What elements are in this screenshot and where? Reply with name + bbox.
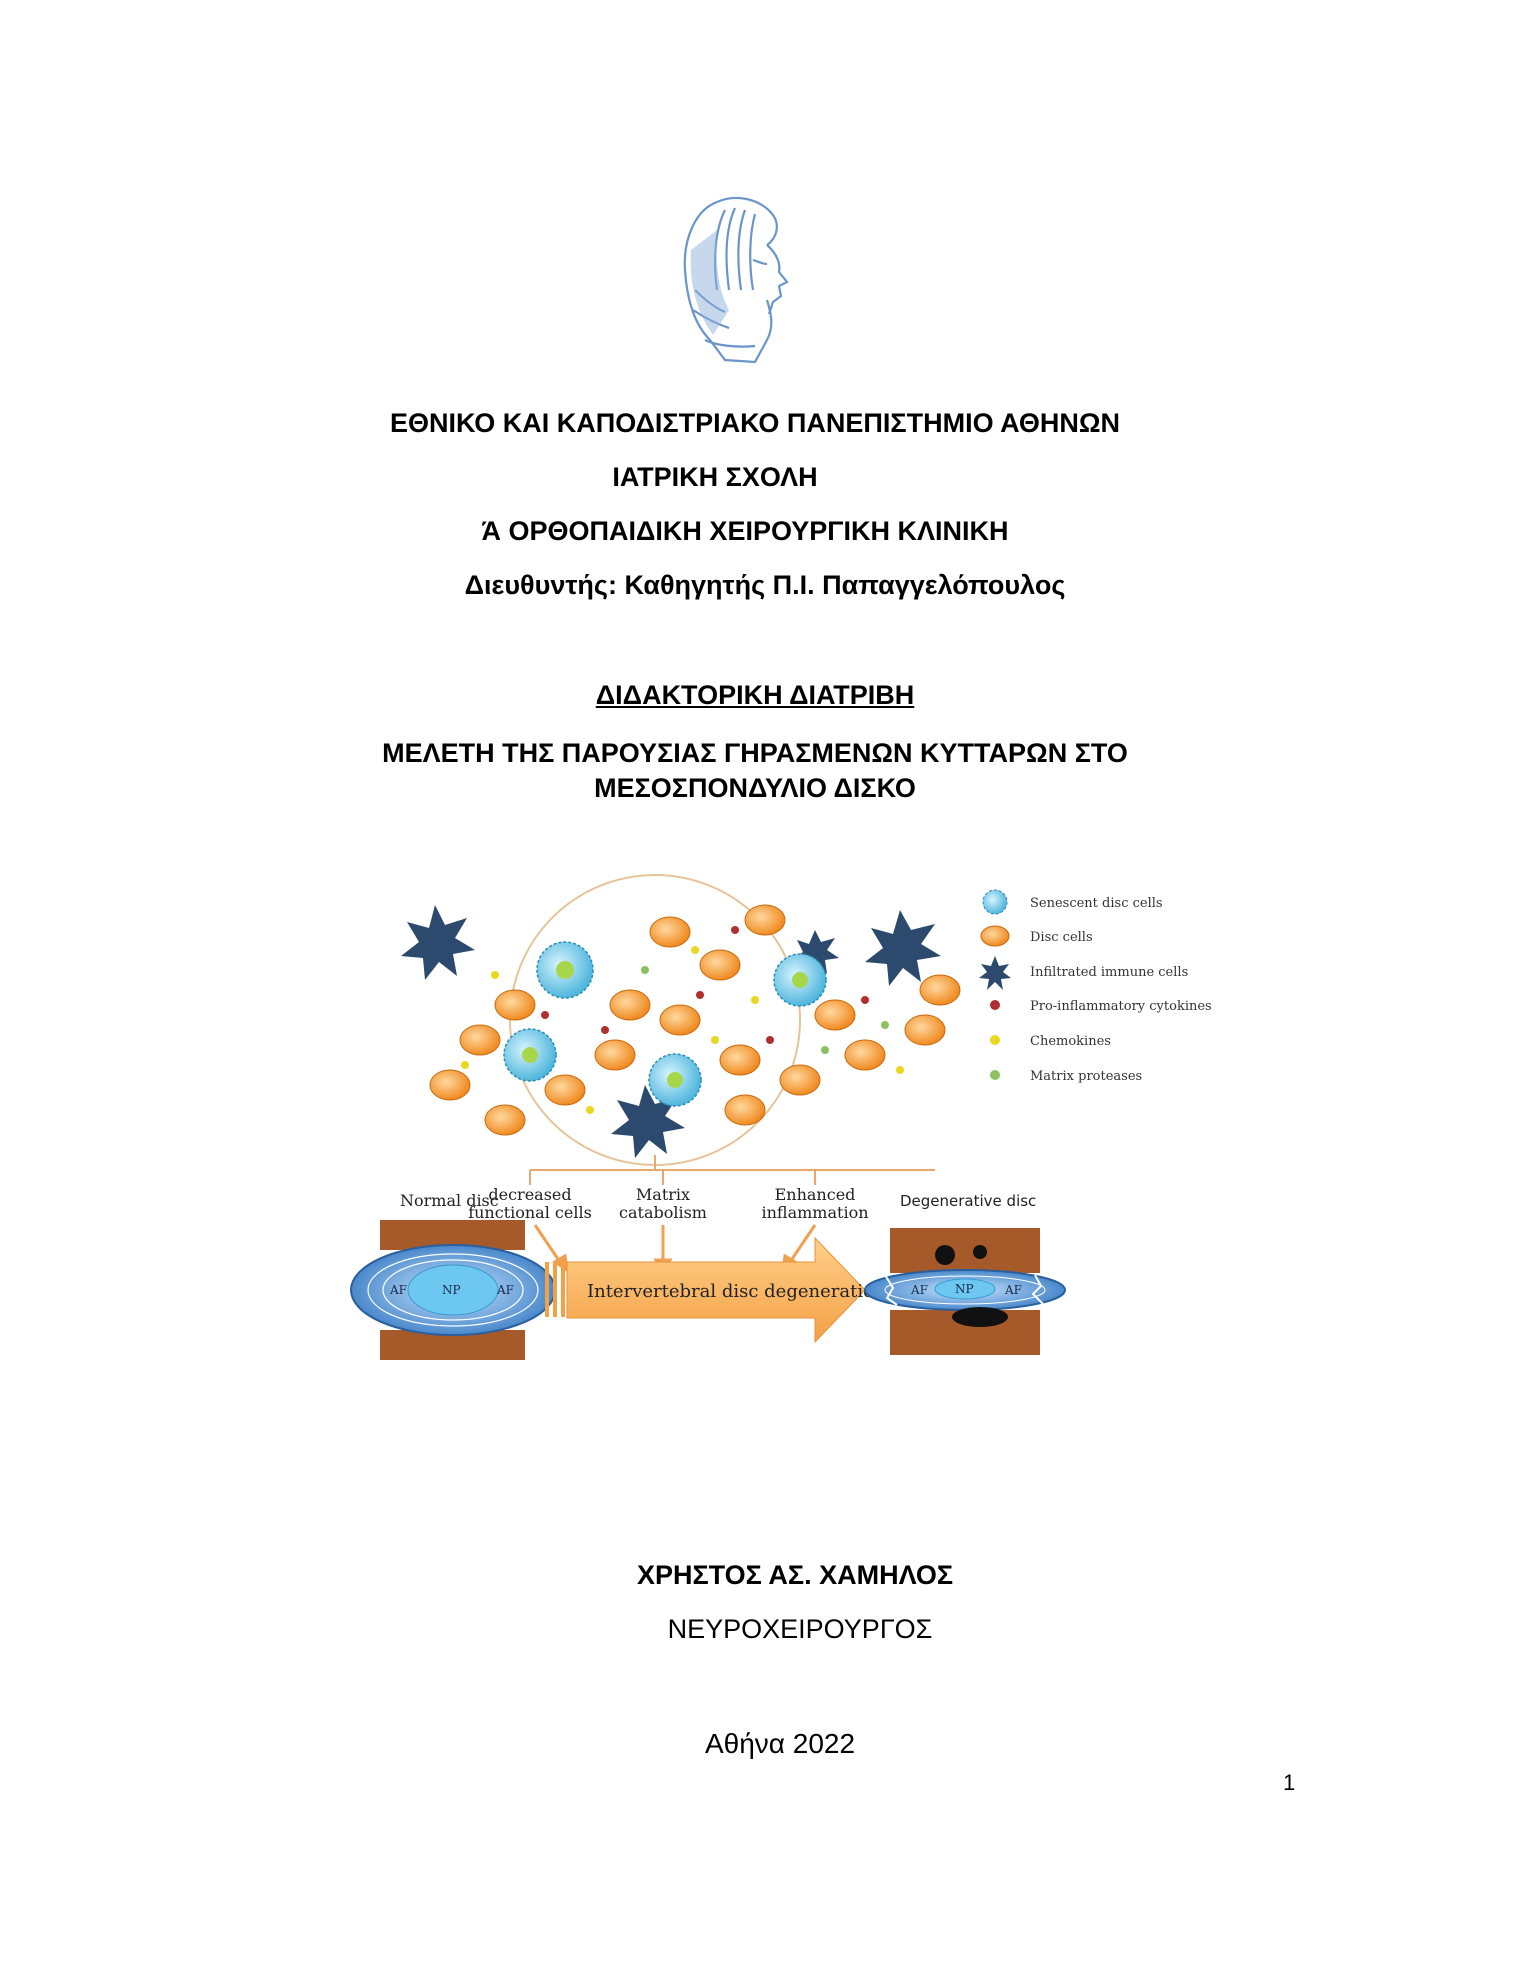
- disc-cell-icon: [594, 1039, 636, 1071]
- degeneration-arrow: [545, 1236, 866, 1344]
- disc-cell-icon: [659, 1004, 701, 1036]
- immune-cell-icon: [979, 956, 1011, 990]
- thesis-type: ΔΙΔΑΚΤΟΡΙΚΗ ΔΙΑΤΡΙΒΗ: [595, 680, 915, 710]
- disc-cell-icon: [494, 989, 536, 1021]
- disc-cell-icon: [484, 1104, 526, 1136]
- place-date: Αθήνα 2022: [704, 1728, 856, 1759]
- arrow-label: Intervertebral disc degeneration: [587, 1281, 886, 1302]
- author-name: ΧΡΗΣΤΟΣ ΑΣ. ΧΑΜΗΛΟΣ: [636, 1560, 954, 1590]
- disc-cell-icon: [699, 949, 741, 981]
- page-number: 1: [1283, 1770, 1296, 1795]
- normal-disc-label: Normal disc: [400, 1191, 499, 1210]
- cause-label: decreased: [488, 1185, 571, 1204]
- cause-label: functional cells: [468, 1203, 592, 1222]
- cause-label: Matrix: [636, 1185, 690, 1204]
- disc-cells-group: [429, 904, 961, 1136]
- af-label: AF: [910, 1283, 928, 1297]
- disc-cell-icon: [814, 999, 856, 1031]
- np-label: NP: [442, 1283, 461, 1297]
- disc-cell-icon: [724, 1094, 766, 1126]
- af-label: AF: [496, 1283, 514, 1297]
- university-name: ΕΘΝΙΚΟ ΚΑΙ ΚΑΠΟΔΙΣΤΡΙΑΚΟ ΠΑΝΕΠΙΣΤΗΜΙΟ ΑΘ…: [389, 408, 1121, 438]
- disc-cell-icon: [904, 1014, 946, 1046]
- disc-cell-icon: [459, 1024, 501, 1056]
- disc-cell-icon: [429, 1069, 471, 1101]
- protease-dot-icon: [990, 1070, 1000, 1080]
- disc-cell-icon: [980, 925, 1010, 947]
- vertebra-upper: [890, 1228, 1040, 1273]
- disc-cell-icon: [779, 1064, 821, 1096]
- degenerative-disc-np: [934, 1278, 996, 1300]
- disc-cell-icon: [719, 1044, 761, 1076]
- disc-cell-icon: [744, 904, 786, 936]
- cause-label: catabolism: [619, 1203, 707, 1222]
- cause-label: Enhanced: [775, 1185, 856, 1204]
- disc-degeneration-figure: Senescent disc cells Disc cells Infiltra…: [350, 874, 1212, 1360]
- figure-legend: Senescent disc cells Disc cells Infiltra…: [979, 889, 1212, 1084]
- legend-label: Senescent disc cells: [1030, 896, 1163, 911]
- disc-cell-icon: [609, 989, 651, 1021]
- degenerative-disc-label: Degenerative disc: [900, 1192, 1036, 1210]
- legend-label: Disc cells: [1030, 930, 1093, 945]
- immune-cell-icon: [401, 905, 475, 980]
- legend-label: Chemokines: [1030, 1034, 1111, 1049]
- legend-label: Pro-inflammatory cytokines: [1030, 999, 1212, 1014]
- immune-cell-icon: [865, 910, 941, 986]
- disc-cell-icon: [544, 1074, 586, 1106]
- chemokine-dot-icon: [990, 1035, 1000, 1045]
- thesis-title-line-1: ΜΕΛΕΤΗ ΤΗΣ ΠΑΡΟΥΣΙΑΣ ΓΗΡΑΣΜΕΝΩΝ ΚΥΤΤΑΡΩΝ…: [382, 738, 1128, 768]
- connector-lines: [529, 1155, 935, 1185]
- clinic-name: Ά ΟΡΘΟΠΑΙΔΙΚΗ ΧΕΙΡΟΥΡΓΙΚΗ ΚΛΙΝΙΚΗ: [481, 516, 1009, 546]
- disc-cell-icon: [919, 974, 961, 1006]
- cause-label: inflammation: [762, 1203, 869, 1222]
- director-line: Διευθυντής: Καθηγητής Π.Ι. Παπαγγελόπουλ…: [464, 570, 1066, 600]
- disc-cell-icon: [649, 916, 691, 948]
- immune-cell-icon: [793, 930, 839, 976]
- legend-label: Matrix proteases: [1030, 1069, 1142, 1084]
- cytokine-dot-icon: [990, 1000, 1000, 1010]
- normal-disc-np: [407, 1264, 499, 1316]
- thesis-title-line-2: ΜΕΣΟΣΠΟΝΔΥΛΙΟ ΔΙΣΚΟ: [594, 773, 916, 803]
- school-name: ΙΑΤΡΙΚΗ ΣΧΟΛΗ: [612, 462, 818, 492]
- disc-cell-icon: [844, 1039, 886, 1071]
- np-label: NP: [955, 1282, 974, 1296]
- senescent-cell-icon: [982, 889, 1008, 915]
- molecule-dots-group: [461, 926, 904, 1114]
- university-emblem-logo: [683, 196, 789, 364]
- af-label: AF: [1004, 1283, 1022, 1297]
- af-label: AF: [389, 1283, 407, 1297]
- legend-label: Infiltrated immune cells: [1030, 965, 1188, 980]
- author-title: ΝΕΥΡΟΧΕΙΡΟΥΡΓΟΣ: [667, 1614, 933, 1644]
